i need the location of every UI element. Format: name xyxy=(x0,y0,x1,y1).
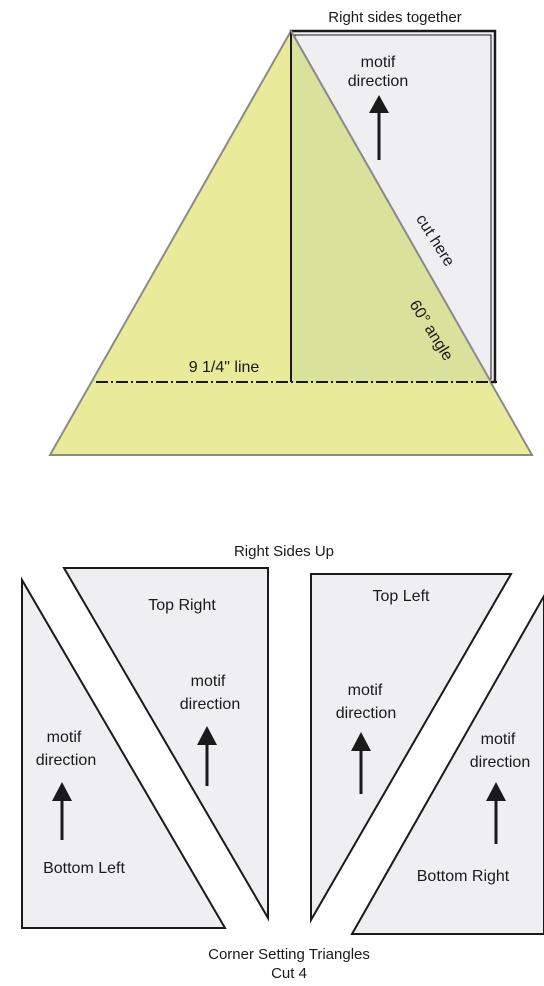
piece-bottom-left-shape xyxy=(21,576,227,929)
right-sides-together-title: Right sides together xyxy=(328,9,461,26)
piece-top-right-motif-line1: motif xyxy=(191,673,226,690)
piece-bottom-right-motif-line1: motif xyxy=(481,731,516,748)
motif-label-line1: motif xyxy=(361,54,396,71)
piece-top-left-motif-line1: motif xyxy=(348,682,383,699)
piece-bottom-left-label: Bottom Left xyxy=(43,860,125,877)
piece-top-right-label: Top Right xyxy=(148,597,216,614)
cut-line xyxy=(290,30,492,383)
piece-bottom-right-arrow xyxy=(486,782,506,844)
top-diagram: Right sides together motif direction cut… xyxy=(48,9,534,456)
piece-bottom-left: motif direction Bottom Left xyxy=(21,576,227,929)
piece-bottom-left-arrow xyxy=(52,782,72,840)
nine-quarter-line-label: 9 1/4" line xyxy=(189,359,260,376)
piece-top-right-arrow xyxy=(197,726,217,786)
piece-bottom-right-label: Bottom Right xyxy=(417,868,510,885)
caption-line1: Corner Setting Triangles xyxy=(208,946,370,963)
piece-top-right-shape xyxy=(62,567,269,922)
piece-top-left-motif-line2: direction xyxy=(336,705,396,722)
piece-top-right: Top Right motif direction xyxy=(62,567,269,922)
piece-top-left-shape xyxy=(310,573,513,924)
piece-top-left-label: Top Left xyxy=(373,588,430,605)
motif-arrow xyxy=(369,95,389,160)
caption-line2: Cut 4 xyxy=(271,965,307,982)
piece-top-right-motif-line2: direction xyxy=(180,696,240,713)
motif-label-line2: direction xyxy=(348,73,408,90)
piece-top-left-arrow xyxy=(351,732,371,794)
piece-top-left: Top Left motif direction xyxy=(310,573,513,924)
piece-bottom-right-shape xyxy=(350,593,544,935)
bottom-diagram: Right Sides Up motif direction Bottom Le… xyxy=(21,543,544,982)
piece-bottom-right-motif-line2: direction xyxy=(470,754,530,771)
piece-bottom-left-motif-line2: direction xyxy=(36,752,96,769)
piece-bottom-left-motif-line1: motif xyxy=(47,729,82,746)
right-sides-up-title: Right Sides Up xyxy=(234,543,334,560)
piece-bottom-right: motif direction Bottom Right xyxy=(350,593,544,935)
